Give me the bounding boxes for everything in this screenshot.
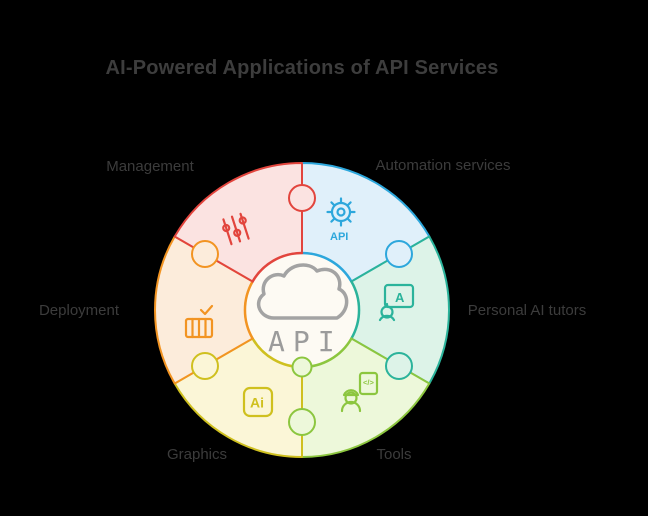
label-graphics: Graphics <box>166 446 228 463</box>
sliders-icon <box>222 212 250 246</box>
label-management: Management <box>106 158 194 175</box>
label-personal-ai-tutors: Personal AI tutors <box>467 302 587 319</box>
label-deployment: Deployment <box>38 302 120 319</box>
ai-logo-icon: Ai <box>242 386 274 418</box>
cloud-icon <box>256 263 349 320</box>
ai-logo-text: Ai <box>250 395 264 411</box>
code-doc-text: </> <box>363 378 374 387</box>
puzzle-knob <box>191 240 219 268</box>
robot-teacher-icon: A <box>378 283 415 322</box>
gear-icon: API <box>326 197 356 243</box>
puzzle-knob <box>288 184 316 212</box>
label-tools: Tools <box>376 446 412 463</box>
puzzle-knob <box>385 240 413 268</box>
puzzle-knob <box>191 352 219 380</box>
tutor-board-text: A <box>395 290 405 305</box>
puzzle-knob <box>288 408 316 436</box>
puzzle-knob <box>385 352 413 380</box>
center-hub <box>245 253 359 367</box>
label-automation-services: Automation services <box>375 157 511 174</box>
puzzle-knob <box>291 356 313 378</box>
crate-check-icon <box>184 304 214 339</box>
center-api-label: API <box>268 325 343 358</box>
engineer-code-icon: </> <box>340 371 379 413</box>
gear-api-text: API <box>330 231 348 243</box>
page-title: AI-Powered Applications of API Services <box>105 57 499 79</box>
